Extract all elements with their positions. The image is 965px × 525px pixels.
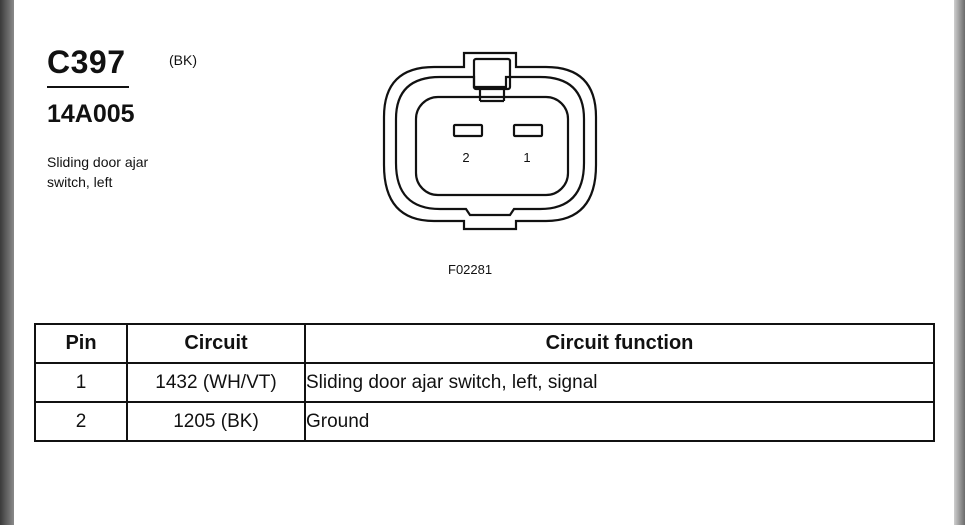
connector-face-diagram: 2 1 [382, 51, 598, 231]
pin-cell: 2 [34, 401, 128, 442]
pin-table-header-row: Pin Circuit Circuit function [34, 323, 935, 364]
function-cell: Sliding door ajar switch, left, signal [304, 362, 935, 403]
circuit-cell: 1205 (BK) [126, 401, 306, 442]
table-row: 2 1205 (BK) Ground [34, 401, 935, 442]
pin-label-2: 2 [462, 150, 469, 165]
latch-tab [472, 57, 512, 91]
header-pin: Pin [34, 323, 128, 364]
terminal-pin-1 [512, 123, 544, 138]
part-number: 14A005 [47, 100, 135, 128]
connector-id: C397 [47, 44, 126, 80]
description-line-2: switch, left [47, 174, 113, 190]
connector-second-wall [394, 75, 586, 217]
pin-label-1: 1 [523, 150, 530, 165]
circuit-cell: 1432 (WH/VT) [126, 362, 306, 403]
document-page: C397 (BK) 14A005 Sliding door ajar switc… [14, 0, 954, 525]
pin-table: Pin Circuit Circuit function 1 1432 (WH/… [34, 323, 935, 442]
connector-inner-cavity [414, 95, 570, 197]
connector-color: (BK) [169, 52, 197, 68]
terminal-pin-2 [452, 123, 484, 138]
pin-cell: 1 [34, 362, 128, 403]
description-line-1: Sliding door ajar [47, 154, 149, 170]
table-row: 1 1432 (WH/VT) Sliding door ajar switch,… [34, 362, 935, 403]
window-left-edge [0, 0, 14, 525]
connector-description: Sliding door ajar switch, left [47, 152, 217, 192]
function-cell: Ground [304, 401, 935, 442]
header-circuit: Circuit [126, 323, 306, 364]
figure-id: F02281 [448, 262, 493, 277]
header-circuit-function: Circuit function [304, 323, 935, 364]
connector-id-underline [47, 86, 129, 88]
connector-outer-shell [382, 51, 598, 231]
window-right-edge [954, 0, 965, 525]
